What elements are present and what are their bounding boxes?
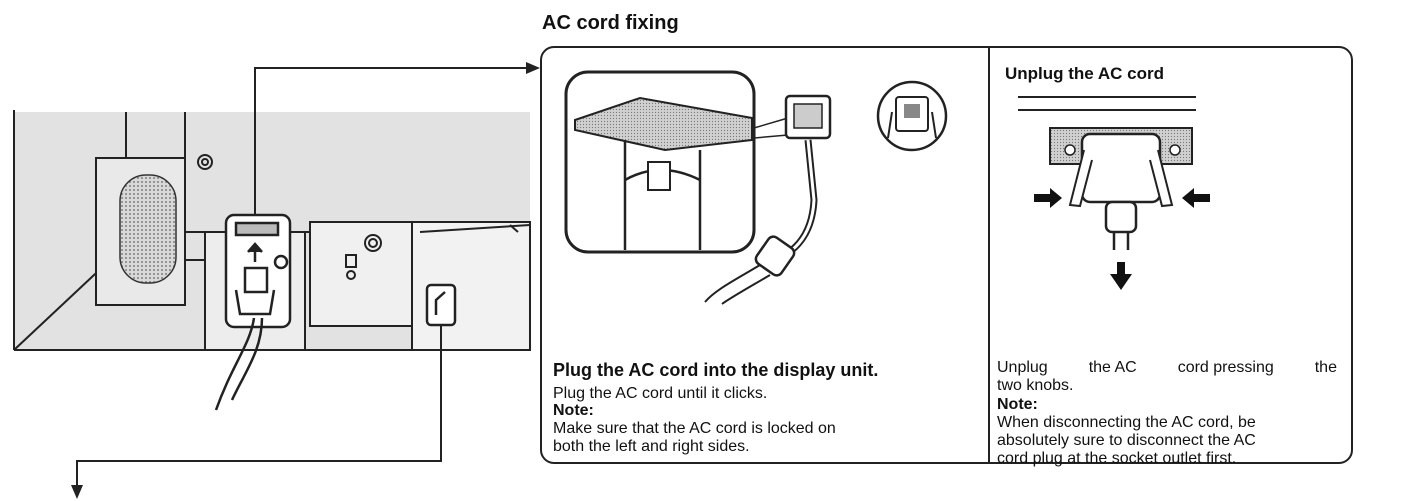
plug-panel-note-label: Note: xyxy=(553,402,594,419)
unplug-word-2: the AC xyxy=(1088,359,1137,376)
plug-panel-note-line-2: both the left and right sides. xyxy=(553,438,750,455)
plug-in-illustration xyxy=(564,70,948,305)
section-title: AC cord fixing xyxy=(542,12,679,34)
port-icons xyxy=(345,234,382,280)
plug-panel-note-line-1: Make sure that the AC cord is locked on xyxy=(553,420,836,437)
panel-divider xyxy=(988,47,990,463)
unplug-panel-note-line-2: absolutely sure to disconnect the AC xyxy=(997,432,1256,449)
ac-cord xyxy=(214,317,256,411)
unplug-word-4: the xyxy=(1314,359,1337,376)
leader-arrow-to-panel xyxy=(254,67,527,215)
unplug-panel-note-line-1: When disconnecting the AC cord, be xyxy=(997,414,1256,431)
unplug-word-3: cord pressing xyxy=(1177,359,1274,376)
unplug-word-1: Unplug xyxy=(997,359,1048,376)
ac-inlet-icon xyxy=(234,221,289,316)
ac-inlet-highlight xyxy=(224,213,292,329)
plug-panel-instruction: Plug the AC cord until it clicks. xyxy=(553,385,768,402)
unplug-panel-instruction-line-1: Unplug the AC cord pressing the xyxy=(997,359,1337,377)
unplug-panel-instruction-line-2: two knobs. xyxy=(997,377,1074,394)
screw-icon xyxy=(197,154,213,170)
plug-panel-heading: Plug the AC cord into the display unit. xyxy=(553,360,879,380)
speaker-grille xyxy=(119,174,177,284)
instruction-frame xyxy=(540,46,1353,464)
unplug-panel-note-label: Note: xyxy=(997,396,1038,413)
unplug-panel-heading: Unplug the AC cord xyxy=(1005,64,1164,83)
leader-arrow-down xyxy=(76,325,442,489)
unplug-panel-note-line-3: cord plug at the socket outlet first. xyxy=(997,450,1237,467)
audio-jack-icon xyxy=(425,283,457,327)
unplug-illustration xyxy=(1018,96,1210,290)
